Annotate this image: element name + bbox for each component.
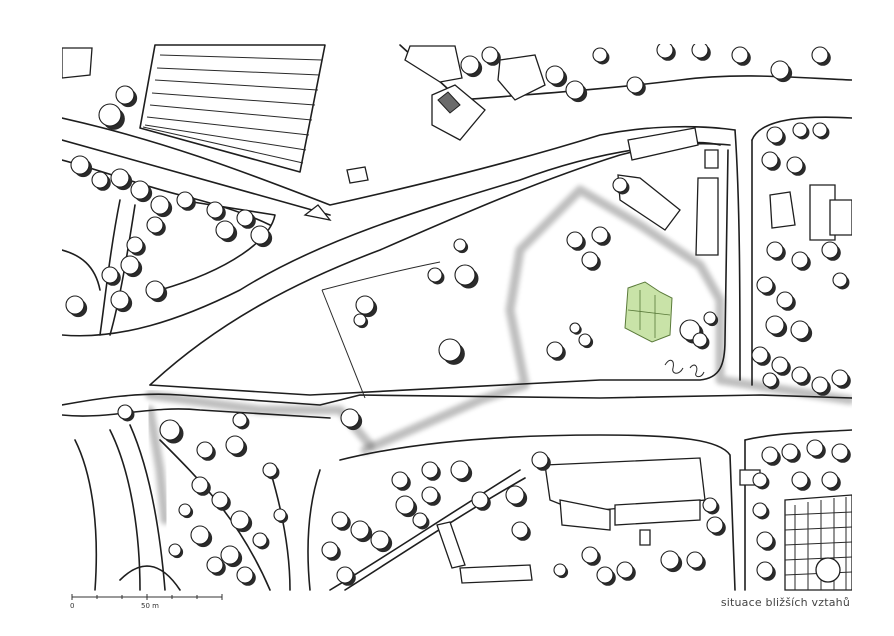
roads xyxy=(62,44,852,591)
map-caption: situace bližších vztahů xyxy=(720,596,850,609)
playground-symbols xyxy=(664,359,705,378)
trees xyxy=(65,44,851,586)
field-striped xyxy=(139,44,326,173)
highlighted-building xyxy=(624,281,673,343)
scale-bar xyxy=(71,594,223,600)
buildings xyxy=(62,45,852,591)
scale-bar-label-zero: 0 xyxy=(70,602,75,610)
scale-bar-label-50m: 50 m xyxy=(141,602,159,610)
